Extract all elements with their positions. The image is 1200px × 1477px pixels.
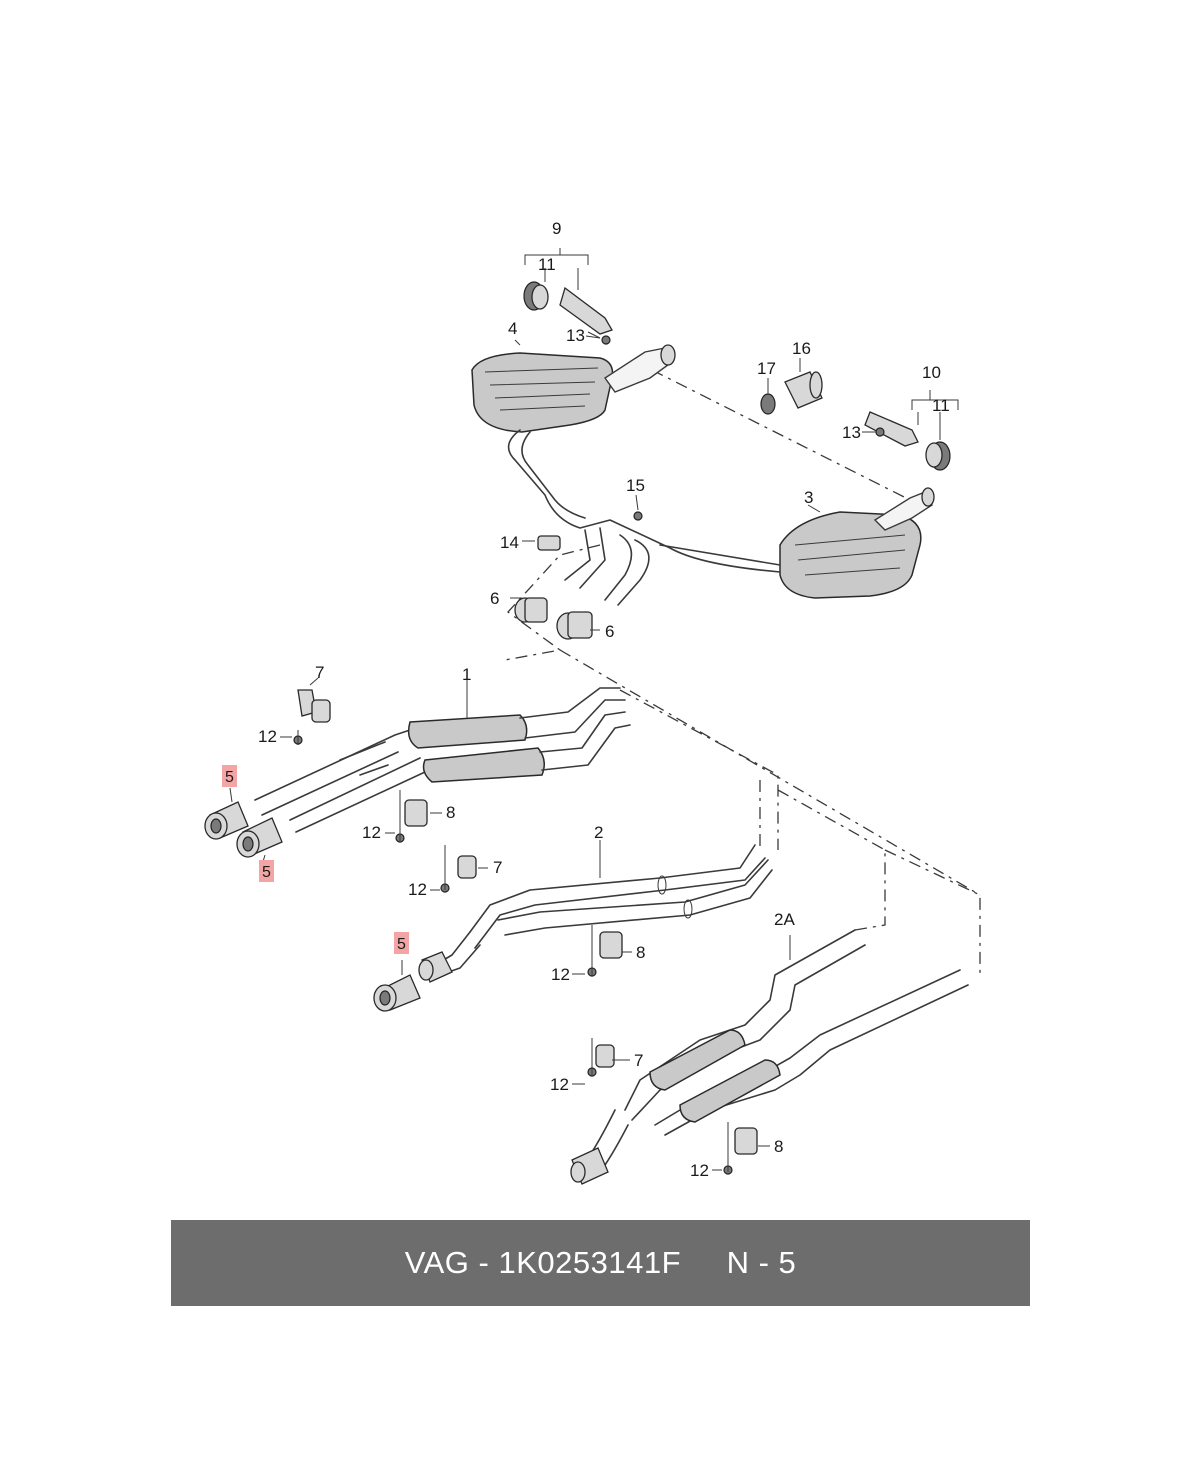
callout-12: 12	[362, 823, 381, 842]
callout-12: 12	[550, 1075, 569, 1094]
part-number-text: VAG - 1K0253141F N - 5	[404, 1245, 797, 1280]
front-pipe-1	[254, 687, 631, 833]
highlight-box-5c	[394, 932, 409, 954]
callout-12: 12	[258, 727, 277, 746]
front-pipe-1-hangers	[293, 689, 428, 843]
highlight-box-5a	[222, 765, 237, 787]
rear-muffler-left	[471, 344, 676, 433]
assembly-dash-lines	[504, 369, 981, 975]
front-pipe-2a-hangers	[587, 1038, 758, 1175]
callout-13: 13	[842, 423, 861, 442]
highlight-box-5b	[259, 860, 274, 882]
callout-7: 7	[493, 858, 502, 877]
callout-12: 12	[551, 965, 570, 984]
front-pipe-2-hangers	[440, 845, 623, 977]
callout-6: 6	[490, 589, 499, 608]
callout-11: 11	[932, 396, 950, 415]
tail-tips-pair	[204, 787, 283, 866]
callout-14: 14	[500, 533, 519, 552]
tail-tip-single	[373, 960, 421, 1012]
rear-muffler-right	[779, 487, 935, 599]
upper-clamps	[514, 511, 643, 640]
front-pipe-2a	[570, 929, 969, 1185]
callout-1: 1	[462, 665, 471, 684]
middle-pipe-section	[507, 429, 781, 606]
callout-5: 5	[397, 936, 406, 953]
part-number-footer: VAG - 1K0253141F N - 5	[171, 1220, 1030, 1306]
callout-8: 8	[446, 803, 455, 822]
callout-2A: 2A	[774, 910, 795, 929]
callout-12: 12	[408, 880, 427, 899]
callout-6: 6	[605, 622, 614, 641]
callout-8: 8	[636, 943, 645, 962]
callout-9: 9	[552, 219, 561, 238]
callout-7: 7	[315, 663, 324, 682]
callout-5: 5	[262, 864, 271, 881]
callout-12: 12	[690, 1161, 709, 1180]
front-pipe-2	[418, 844, 773, 983]
label-leaders	[280, 335, 821, 1171]
callout-3: 3	[804, 488, 813, 507]
callout-16: 16	[792, 339, 811, 358]
callout-15: 15	[626, 476, 645, 495]
callout-7: 7	[634, 1051, 643, 1070]
tailpipe-tip-16-17	[760, 358, 823, 415]
callout-4: 4	[508, 319, 517, 338]
hanger-group-10	[862, 390, 959, 471]
callout-5: 5	[225, 769, 234, 786]
highlight-boxes	[222, 765, 409, 954]
callout-11: 11	[538, 255, 556, 274]
hanger-group-9	[523, 248, 613, 345]
callout-2: 2	[594, 823, 603, 842]
callout-8: 8	[774, 1137, 783, 1156]
callout-labels: 9 11 13 4 16 17 10 11 13 15 3 14 6 6 7 1…	[225, 219, 950, 1180]
callout-10: 10	[922, 363, 941, 382]
callout-17: 17	[757, 359, 776, 378]
callout-13: 13	[566, 326, 585, 345]
